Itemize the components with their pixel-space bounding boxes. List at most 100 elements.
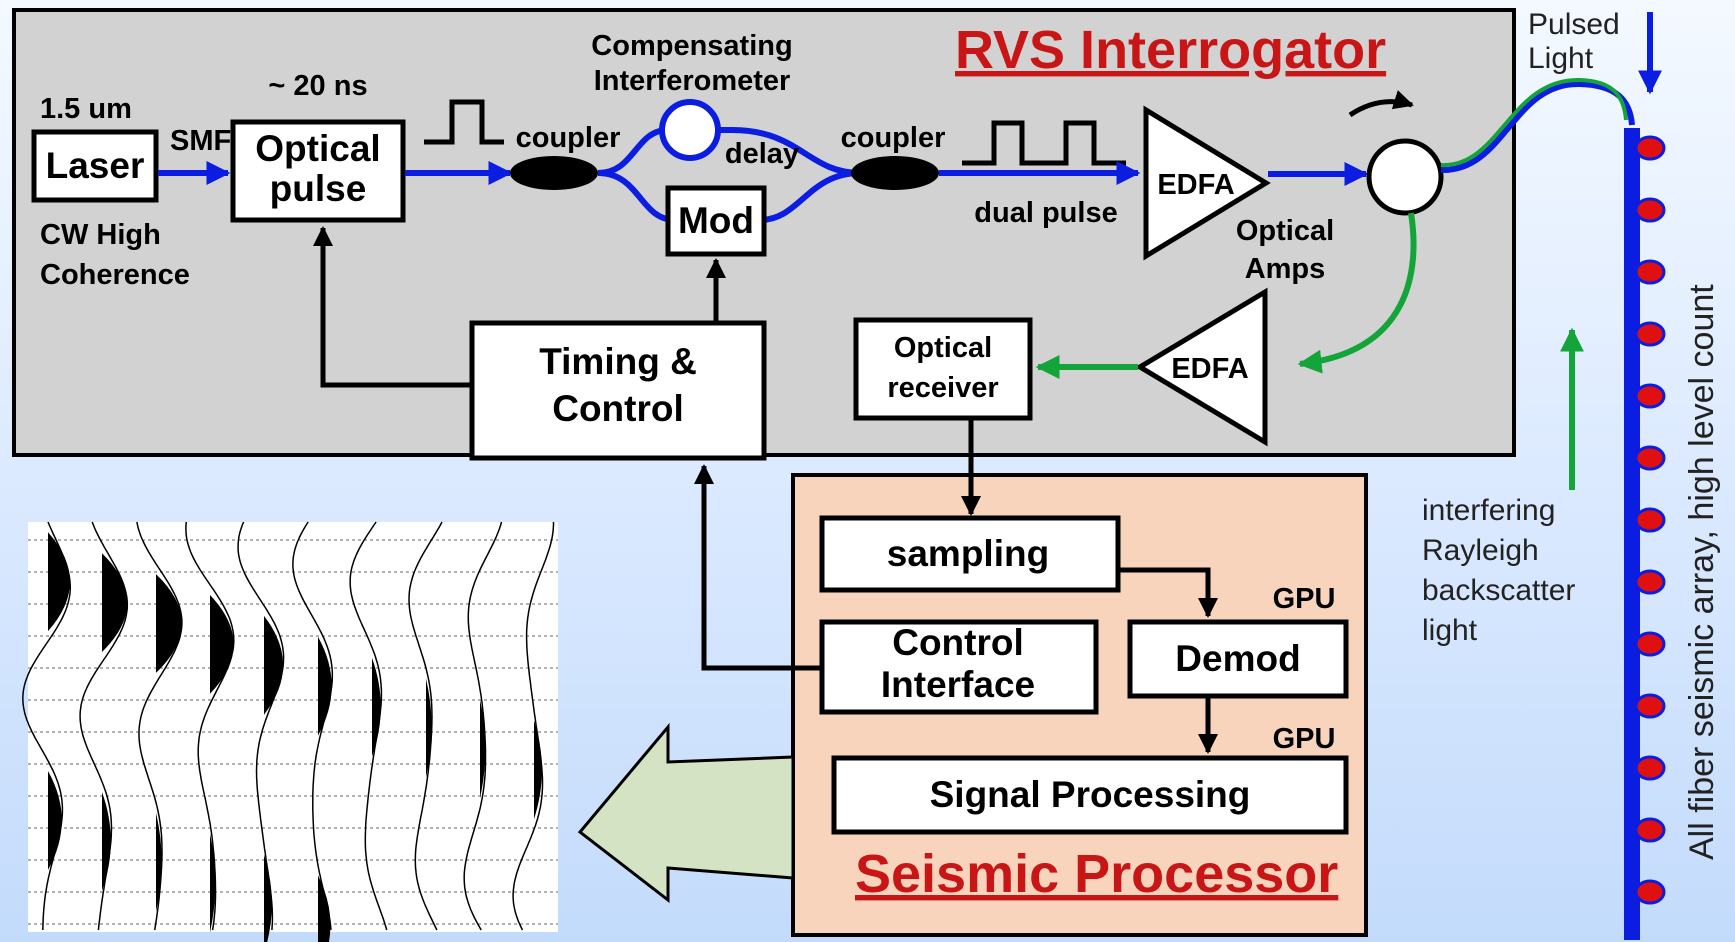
- mod-box: [665, 185, 767, 257]
- laser-desc-line2: Coherence: [40, 259, 190, 291]
- dual-pulse-label: dual pulse: [974, 197, 1117, 229]
- seismic-trace: [136, 521, 183, 931]
- fiber-sensor: [1634, 197, 1666, 223]
- fiber-sensor: [1634, 755, 1666, 781]
- seismic-trace: [408, 521, 443, 931]
- sampling-box: [819, 515, 1121, 593]
- fiber-sensor: [1634, 135, 1666, 161]
- interface-to-timing-arrow: [694, 464, 822, 671]
- backscatter-line-2: Rayleigh: [1422, 534, 1539, 567]
- control-interface-label-2: Interface: [881, 664, 1035, 705]
- pulsed-light-label-2: Light: [1528, 42, 1594, 75]
- sampling-to-demod-arrow: [1118, 567, 1218, 618]
- fiber-sensor: [1634, 259, 1666, 285]
- optical-pulse-box: [230, 119, 406, 223]
- rvs-interrogator-title: RVS Interrogator: [955, 20, 1386, 80]
- pulsed-light-label-1: Pulsed: [1528, 8, 1620, 41]
- demod-gpu-label: GPU: [1273, 583, 1336, 615]
- fiber-sensor: [1634, 383, 1666, 409]
- signal-processing-gpu-label: GPU: [1273, 723, 1336, 755]
- seismic-trace-fill: [156, 574, 182, 912]
- laser-box: [31, 129, 159, 203]
- output-coupler-label: coupler: [841, 122, 946, 154]
- backscatter-line-3: backscatter: [1422, 574, 1575, 607]
- backscatter-line-1: interfering: [1422, 494, 1555, 527]
- seismic-plot-gridlines: [28, 539, 558, 925]
- smf-label: SMF: [170, 125, 231, 157]
- seismic-trace-fill: [264, 615, 284, 942]
- fiber-sensor: [1634, 817, 1666, 843]
- mod-label: Mod: [678, 200, 754, 241]
- seismic-trace: [292, 521, 334, 931]
- seismic-trace: [79, 521, 129, 931]
- edfa-tx-label: EDFA: [1157, 169, 1234, 201]
- signal-processing-box: [831, 755, 1349, 835]
- seismic-trace-fill: [372, 657, 381, 757]
- fiber-sensor: [1634, 321, 1666, 347]
- input-coupler: [510, 156, 598, 190]
- fiber-seismic-array: [1624, 128, 1666, 940]
- output-coupler: [851, 156, 939, 190]
- sampling-label: sampling: [887, 533, 1049, 574]
- delay-loop: [659, 99, 721, 161]
- optical-receiver-label-1: Optical: [894, 332, 992, 364]
- seismic-traces: [22, 521, 555, 942]
- fiber-launch-blue: [1440, 80, 1635, 174]
- single-pulse-icon: [424, 99, 504, 145]
- dual-pulse-icon: [962, 120, 1126, 166]
- fiber-sensor: [1634, 879, 1666, 905]
- optical-pulse-label-2: pulse: [270, 168, 367, 209]
- laser-desc-line1: CW High: [40, 219, 161, 251]
- seismic-trace: [22, 521, 72, 931]
- laser-label: Laser: [46, 145, 145, 186]
- fiber-sensor: [1634, 445, 1666, 471]
- circulator: [1366, 138, 1444, 216]
- fiber-sensor: [1634, 507, 1666, 533]
- seismic-processor-title: Seismic Processor: [855, 844, 1338, 904]
- demod-label: Demod: [1175, 638, 1300, 679]
- seismic-trace-fill: [534, 720, 542, 820]
- optical-amps-caption-1: Optical: [1236, 215, 1334, 247]
- optical-receiver-box: [853, 317, 1033, 421]
- fiber-array-label: All fiber seismic array, high level coun…: [1683, 284, 1721, 860]
- interferometer-title-1: Compensating: [591, 30, 792, 62]
- timing-control-label-1: Timing &: [539, 341, 697, 382]
- optical-pulse-label-1: Optical: [255, 128, 380, 169]
- laser-wavelength: 1.5 um: [40, 93, 132, 125]
- seismic-trace: [185, 521, 235, 931]
- optical-receiver-label-2: receiver: [887, 372, 998, 404]
- fiber-launch-green: [1440, 77, 1628, 168]
- timing-to-pulse-arrow: [313, 226, 472, 388]
- fiber-sensor: [1634, 569, 1666, 595]
- output-arrow: [577, 722, 795, 904]
- edfa-rx-label: EDFA: [1171, 353, 1248, 385]
- seismic-trace: [512, 522, 555, 931]
- seismic-trace-fill: [48, 532, 71, 870]
- seismic-trace-fill: [210, 594, 234, 933]
- input-coupler-label: coupler: [516, 122, 621, 154]
- seismic-trace: [463, 521, 503, 931]
- seismic-trace-fill: [318, 636, 332, 942]
- circulator-direction-arrow: [1348, 90, 1414, 118]
- edfa-tx-amplifier: [1143, 105, 1271, 261]
- control-interface-label-1: Control: [892, 622, 1024, 663]
- circulator-to-edfa-rx: [1297, 212, 1417, 374]
- seismic-trace-plot: [22, 521, 558, 942]
- seismic-trace: [349, 521, 388, 931]
- seismic-trace-fill: [102, 553, 128, 891]
- fiber-sensor: [1634, 631, 1666, 657]
- timing-control-box: [469, 320, 767, 461]
- fiber-sensors: [1634, 135, 1666, 905]
- signal-processing-label: Signal Processing: [930, 774, 1251, 815]
- pulse-duration: ~ 20 ns: [268, 70, 367, 102]
- seismic-trace: [237, 521, 285, 931]
- interferometer-upper-arm: [597, 127, 861, 176]
- demod-box: [1127, 619, 1349, 699]
- fiber-sensor: [1634, 693, 1666, 719]
- timing-control-label-2: Control: [552, 388, 684, 429]
- optical-amps-caption-2: Amps: [1245, 253, 1326, 285]
- backscatter-line-4: light: [1422, 614, 1478, 647]
- interferometer-title-2: Interferometer: [594, 65, 791, 97]
- delay-label: delay: [725, 138, 799, 170]
